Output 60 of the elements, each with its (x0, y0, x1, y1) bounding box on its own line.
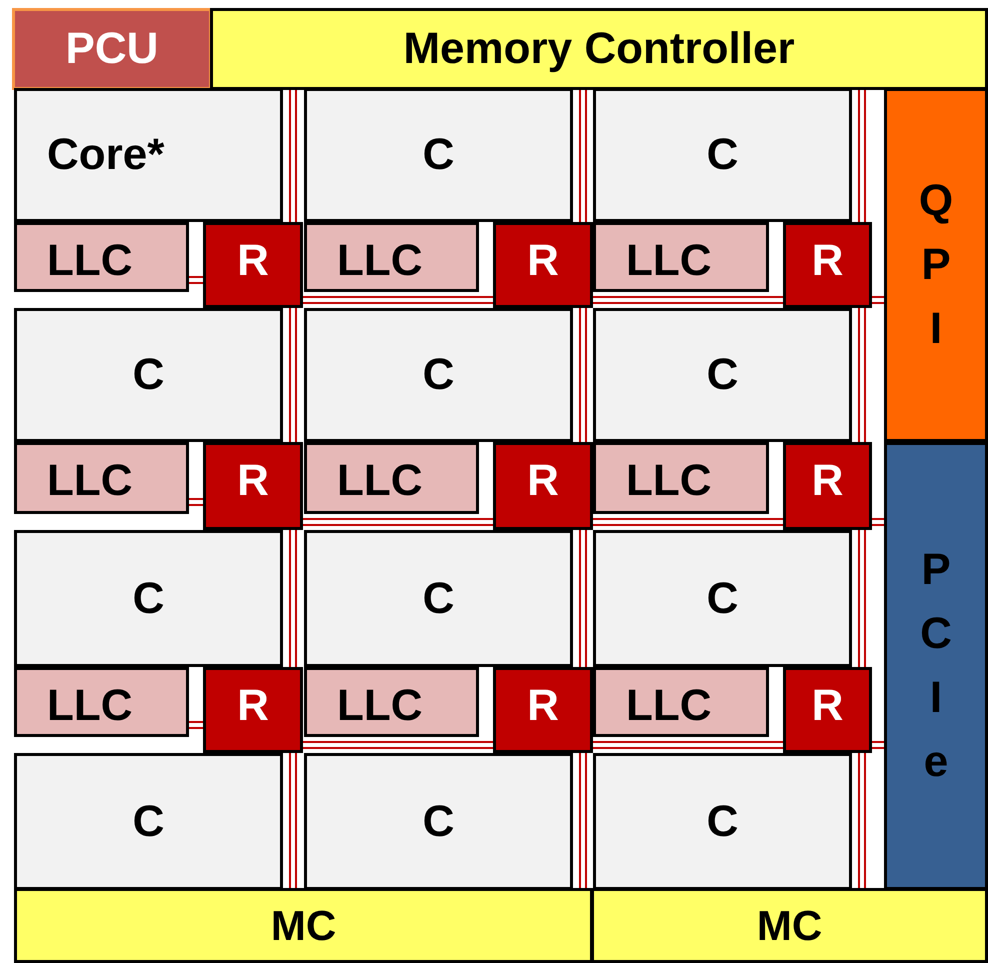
interconnect-line (579, 307, 587, 443)
core-block: C (593, 88, 852, 222)
core-block: Core* (14, 88, 283, 222)
cache-slice-block: LLC (14, 667, 189, 737)
interconnect-line (592, 518, 784, 526)
interconnect-line (871, 518, 885, 526)
cache-slice-block: LLC (14, 222, 189, 292)
router-block: R (783, 222, 872, 308)
memory-controller-block: MC (591, 888, 988, 963)
interconnect-line (289, 307, 297, 443)
interconnect-line (289, 89, 297, 223)
interconnect-line (579, 752, 587, 889)
memory-controller-block: MC (14, 888, 593, 963)
interconnect-line (858, 529, 866, 668)
cache-slice-block: LLC (304, 667, 479, 737)
interconnect-line (858, 752, 866, 889)
core-block: C (304, 753, 573, 890)
link-block: Q P I (884, 88, 988, 442)
interconnect-line (592, 741, 784, 749)
interconnect-line (302, 518, 494, 526)
interconnect-line (858, 307, 866, 443)
interconnect-line (871, 296, 885, 304)
memory-controller-block: Memory Controller (210, 8, 988, 90)
interconnect-line (579, 529, 587, 668)
core-block: C (14, 530, 283, 667)
core-block: C (14, 308, 283, 442)
interconnect-line (289, 752, 297, 889)
interconnect-line (858, 89, 866, 223)
router-block: R (783, 667, 872, 753)
io-block: P C I e (884, 442, 988, 890)
router-block: R (203, 667, 303, 753)
core-block: C (593, 530, 852, 667)
interconnect-line (302, 741, 494, 749)
interconnect-line (871, 741, 885, 749)
core-block: C (593, 308, 852, 442)
cache-slice-block: LLC (593, 222, 769, 292)
cache-slice-block: LLC (14, 442, 189, 514)
router-block: R (493, 667, 593, 753)
core-block: C (304, 308, 573, 442)
core-block: C (14, 753, 283, 890)
interconnect-line (188, 721, 204, 729)
control-unit-block: PCU (12, 8, 212, 90)
router-block: R (493, 222, 593, 308)
cache-slice-block: LLC (593, 442, 769, 514)
router-block: R (493, 442, 593, 530)
interconnect-line (188, 498, 204, 506)
cache-slice-block: LLC (593, 667, 769, 737)
interconnect-line (289, 529, 297, 668)
interconnect-line (188, 276, 204, 284)
interconnect-line (592, 296, 784, 304)
router-block: R (203, 222, 303, 308)
interconnect-line (579, 89, 587, 223)
cache-slice-block: LLC (304, 222, 479, 292)
core-block: C (304, 88, 573, 222)
cache-slice-block: LLC (304, 442, 479, 514)
core-block: C (304, 530, 573, 667)
router-block: R (783, 442, 872, 530)
core-block: C (593, 753, 852, 890)
router-block: R (203, 442, 303, 530)
interconnect-line (302, 296, 494, 304)
